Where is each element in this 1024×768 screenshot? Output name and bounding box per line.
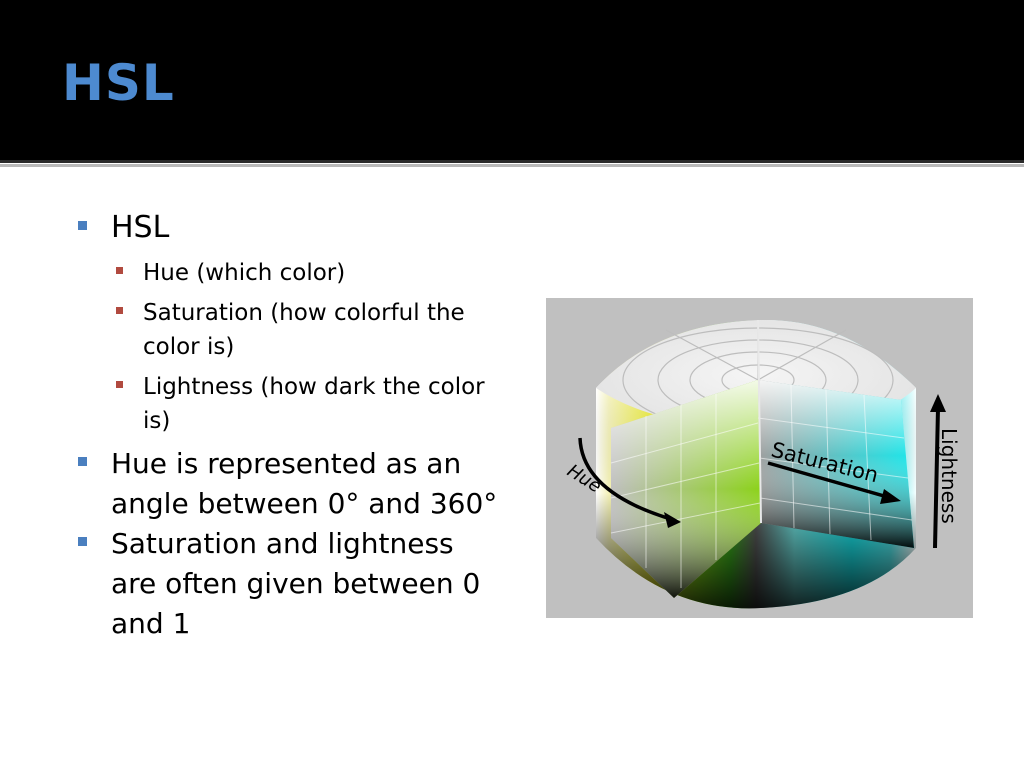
square-bullet-icon [78,537,87,546]
square-bullet-icon [78,221,87,230]
hsl-cylinder-figure: Hue Saturation Lightness [546,298,973,618]
square-sub-bullet-icon [116,381,123,388]
sub-bullet-item: Saturation (how colorful the color is) [78,296,498,364]
bullet-item: Saturation and lightness are often given… [78,524,498,644]
square-sub-bullet-icon [116,307,123,314]
bullet-text: Saturation and lightness are often given… [111,527,481,640]
bullet-text: Hue is represented as an angle between 0… [111,447,498,520]
title-divider [0,160,1024,163]
slide-title: HSL [62,54,175,112]
title-divider-light [0,164,1024,167]
bullet-item: Hue is represented as an angle between 0… [78,444,498,524]
square-sub-bullet-icon [116,267,123,274]
bullet-item: HSL [78,208,498,248]
sub-bullet-item: Hue (which color) [78,256,498,290]
square-bullet-icon [78,457,87,466]
bullet-text: HSL [111,210,170,245]
sub-bullet-text: Lightness (how dark the color is) [143,374,485,434]
hsl-cylinder-illustration: Hue Saturation Lightness [563,319,961,609]
sub-bullet-text: Hue (which color) [143,260,346,286]
sub-bullet-item: Lightness (how dark the color is) [78,370,498,438]
lightness-label: Lightness [937,428,961,524]
bullet-list: HSL Hue (which color) Saturation (how co… [78,208,498,644]
title-bar: HSL [0,0,1024,160]
sub-bullet-text: Saturation (how colorful the color is) [143,300,465,360]
